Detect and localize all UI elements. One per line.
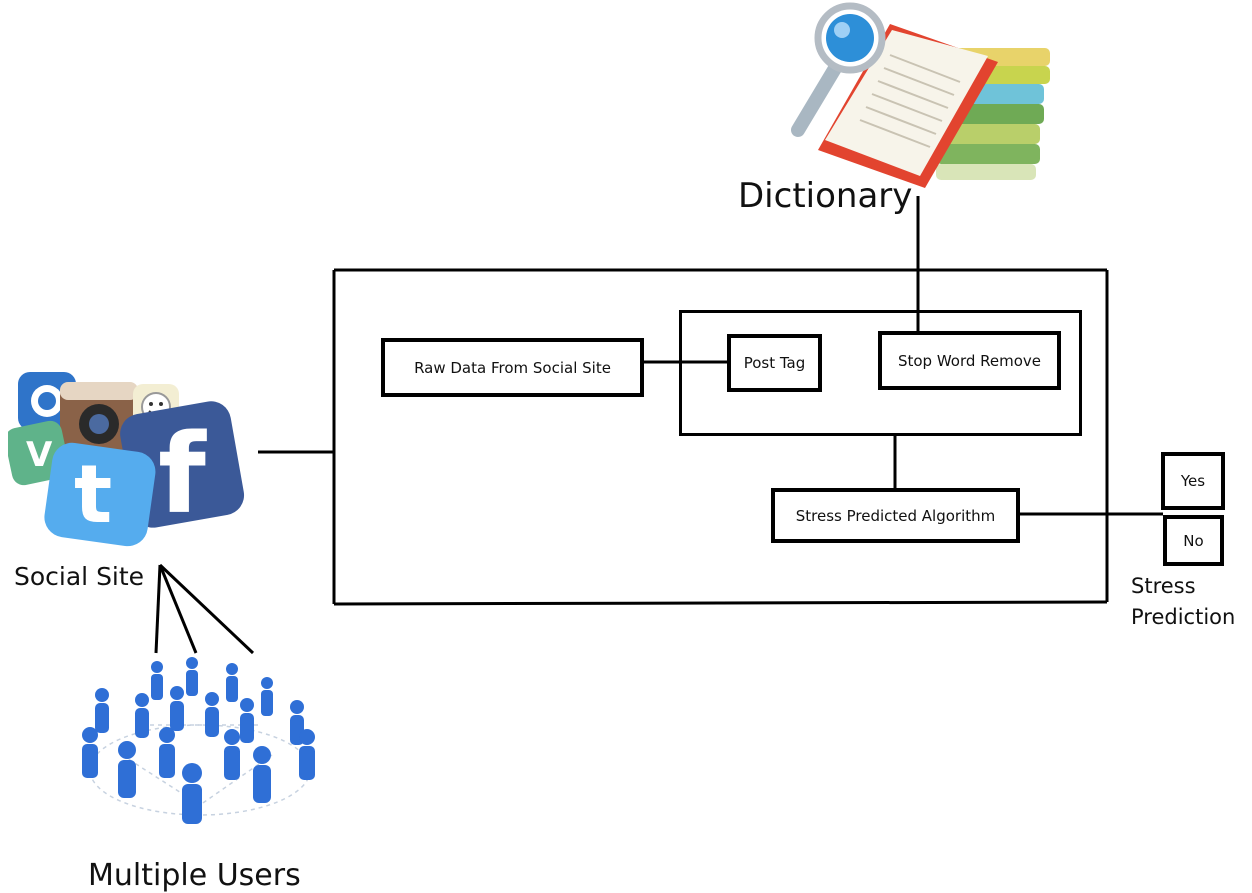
dictionary-label: Dictionary bbox=[738, 176, 913, 216]
raw-data-box: Raw Data From Social Site bbox=[381, 338, 644, 397]
stress-algorithm-box: Stress Predicted Algorithm bbox=[771, 488, 1020, 543]
books-with-magnifier-icon bbox=[791, 2, 1050, 188]
stress-prediction-label: Stress Prediction bbox=[1131, 571, 1235, 633]
preprocessing-frame bbox=[679, 310, 1082, 436]
stop-word-remove-box: Stop Word Remove bbox=[878, 331, 1061, 390]
svg-text:f: f bbox=[158, 410, 207, 538]
multiple-users-label: Multiple Users bbox=[88, 858, 301, 893]
connector-social-user2 bbox=[158, 564, 198, 654]
svg-text:V: V bbox=[26, 435, 53, 475]
stress-prediction-line2: Prediction bbox=[1131, 605, 1236, 629]
social-site-label: Social Site bbox=[14, 562, 145, 591]
yes-box: Yes bbox=[1161, 452, 1225, 510]
post-tag-box: Post Tag bbox=[727, 334, 822, 392]
social-media-apps-icon: V f t bbox=[8, 372, 245, 547]
user-network-icon bbox=[82, 657, 315, 824]
stress-prediction-line1: Stress bbox=[1131, 574, 1196, 598]
svg-text:t: t bbox=[74, 448, 112, 541]
connector-social-user3 bbox=[158, 563, 255, 655]
no-box: No bbox=[1163, 515, 1224, 566]
connector-social-user1 bbox=[154, 564, 162, 654]
